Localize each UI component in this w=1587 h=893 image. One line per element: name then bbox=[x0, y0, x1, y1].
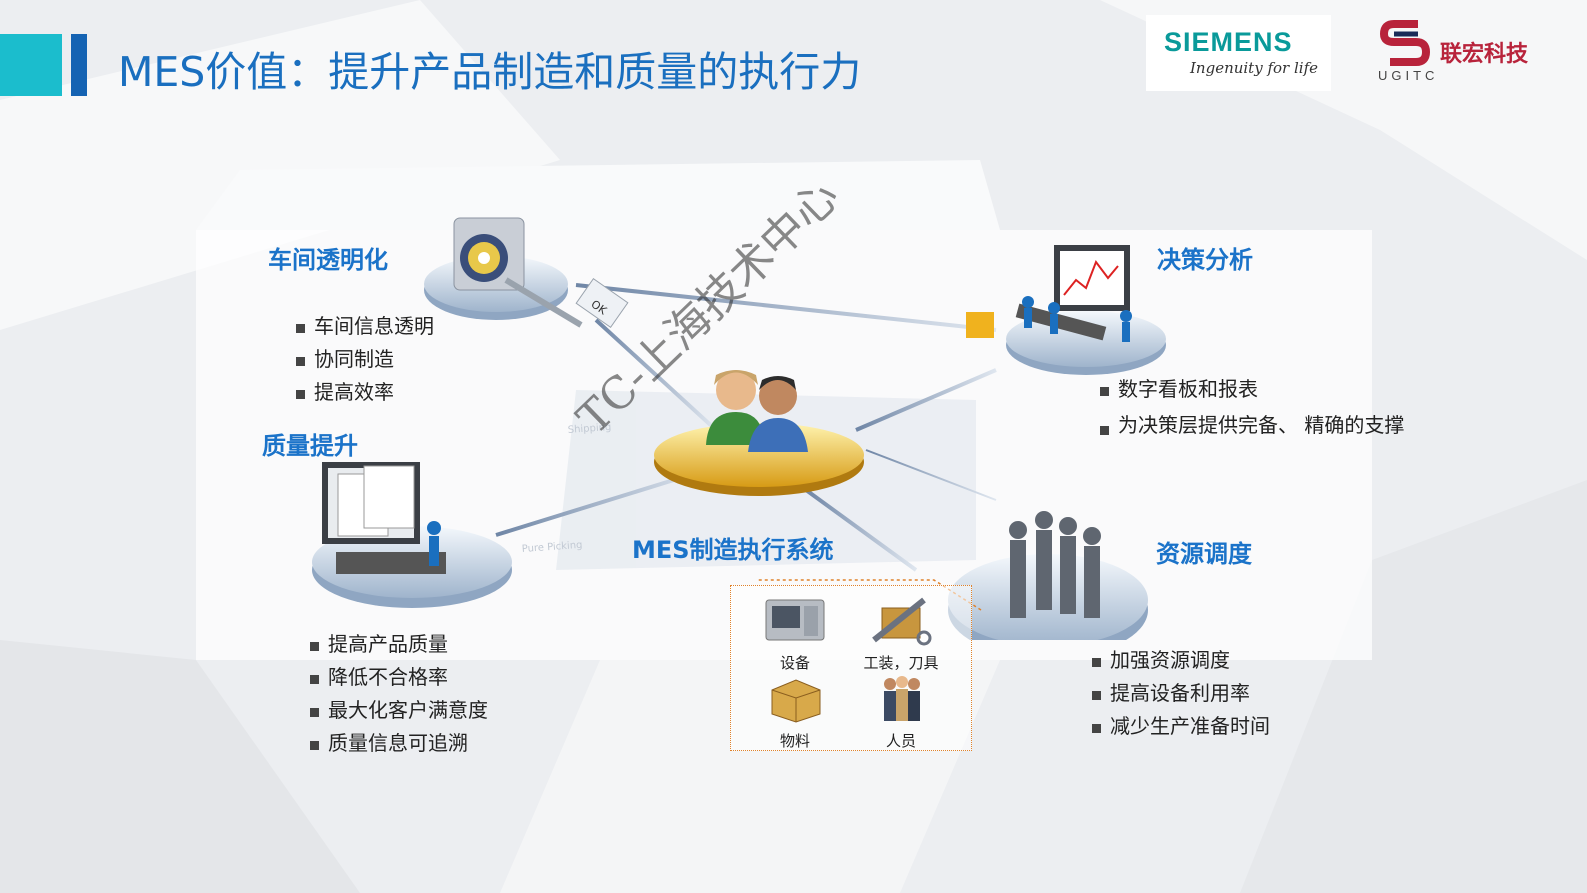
resources-box: 设备 工装，刀具 物料 人员 bbox=[730, 585, 972, 751]
resource-staff-label: 人员 bbox=[885, 732, 916, 750]
resource-equipment-label: 设备 bbox=[779, 654, 810, 672]
ugitc-logo-icon bbox=[1380, 20, 1430, 66]
list-item: 降低不合格率 bbox=[310, 661, 488, 694]
decision-list: 数字看板和报表 为决策层提供完备、 精确的支撑 bbox=[1100, 373, 1404, 438]
workshop-list: 车间信息透明 协同制造 提高效率 bbox=[296, 310, 434, 409]
list-item: 协同制造 bbox=[296, 343, 434, 376]
resource-material-label: 物料 bbox=[779, 732, 810, 750]
mes-center-label: MES制造执行系统 bbox=[632, 536, 834, 564]
connector-lines bbox=[495, 283, 997, 572]
list-item: 为决策层提供完备、 精确的支撑 bbox=[1100, 412, 1404, 438]
list-item: 数字看板和报表 bbox=[1100, 373, 1404, 406]
quality-list: 提高产品质量 降低不合格率 最大化客户满意度 质量信息可追溯 bbox=[310, 628, 488, 760]
list-item: 提高产品质量 bbox=[310, 628, 488, 661]
document-monitor-icon bbox=[312, 462, 512, 608]
list-item: 减少生产准备时间 bbox=[1092, 710, 1270, 743]
list-item: 最大化客户满意度 bbox=[310, 694, 488, 727]
heading-resource: 资源调度 bbox=[1156, 540, 1252, 568]
monitor-chart-icon bbox=[966, 245, 1166, 375]
siemens-tagline: Ingenuity for life bbox=[1190, 59, 1318, 77]
staff-icon bbox=[884, 676, 920, 721]
title-accent-bar bbox=[0, 34, 62, 96]
shipping-label: Shipping bbox=[567, 422, 611, 436]
ugitc-logo-name: 联宏科技 bbox=[1440, 42, 1529, 67]
page-title: MES价值：提升产品制造和质量的执行力 bbox=[118, 48, 862, 96]
box-icon bbox=[771, 679, 821, 723]
users-icon bbox=[654, 370, 864, 496]
resource-tools-label: 工装，刀具 bbox=[863, 654, 939, 672]
list-item: 加强资源调度 bbox=[1092, 644, 1270, 677]
heading-decision: 决策分析 bbox=[1157, 246, 1253, 274]
resource-tools: 工装，刀具 bbox=[851, 594, 951, 673]
list-item: 提高效率 bbox=[296, 376, 434, 409]
resource-list: 加强资源调度 提高设备利用率 减少生产准备时间 bbox=[1092, 644, 1270, 743]
ugitc-logo-sub: UGITC bbox=[1378, 68, 1439, 83]
list-item: 提高设备利用率 bbox=[1092, 677, 1270, 710]
heading-quality: 质量提升 bbox=[262, 432, 358, 460]
pure-picking-label: Pure Picking bbox=[521, 540, 582, 555]
tools-icon bbox=[872, 597, 932, 646]
machine-icon bbox=[765, 599, 825, 641]
title-accent-stripe bbox=[71, 34, 87, 96]
list-item: 质量信息可追溯 bbox=[310, 727, 488, 760]
heading-workshop: 车间透明化 bbox=[268, 246, 388, 274]
siemens-wordmark: SIEMENS bbox=[1164, 27, 1293, 57]
server-disk-icon: OK bbox=[424, 217, 629, 329]
list-item: 车间信息透明 bbox=[296, 310, 434, 343]
people-group-icon bbox=[756, 511, 1148, 640]
siemens-logo: SIEMENS Ingenuity for life bbox=[1146, 15, 1331, 91]
resource-material: 物料 bbox=[745, 674, 845, 751]
mes-diagram: Shipping Pure Picking OK bbox=[312, 217, 1166, 640]
resource-staff: 人员 bbox=[851, 674, 951, 751]
resource-equipment: 设备 bbox=[745, 594, 845, 673]
